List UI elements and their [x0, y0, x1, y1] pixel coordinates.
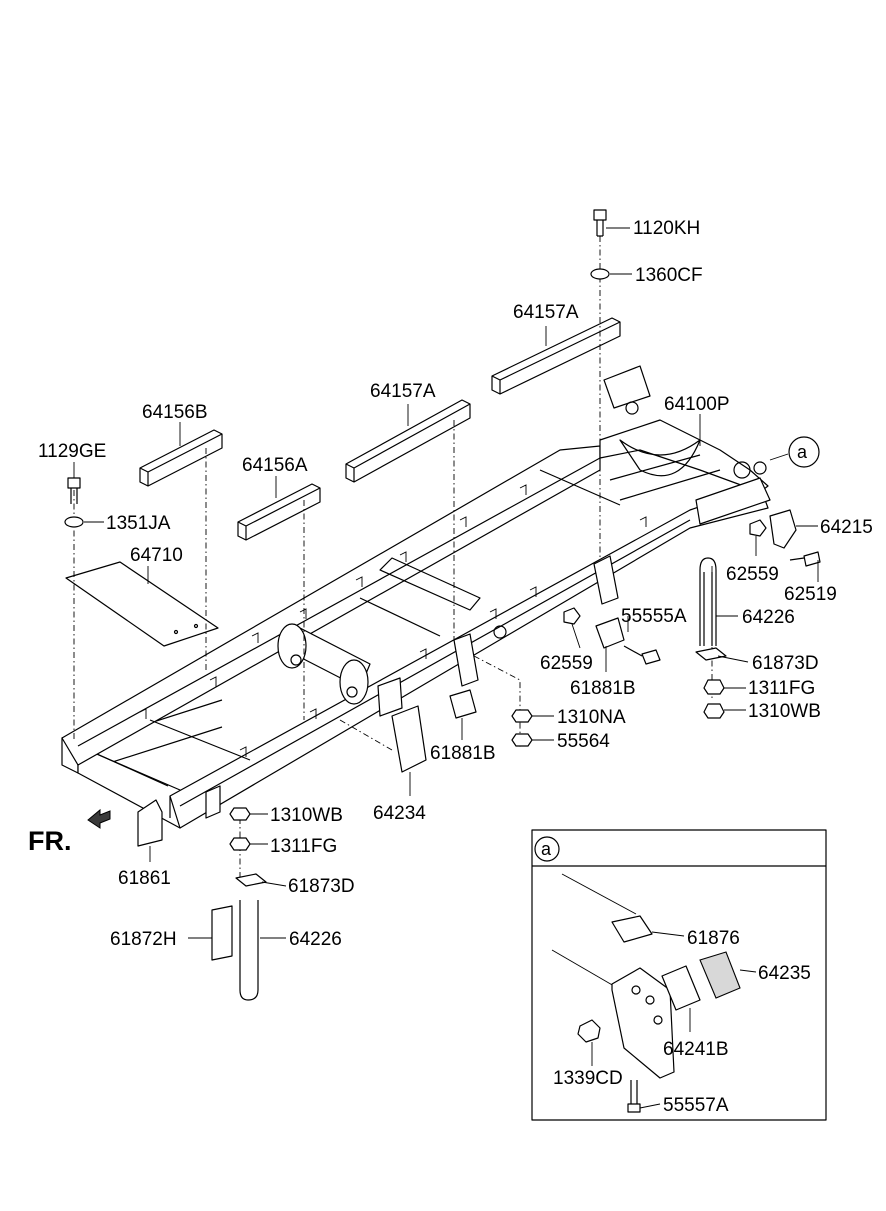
- washer-1351JA: [64, 516, 84, 528]
- label-1311FG-right: 1311FG: [748, 678, 815, 699]
- label-64234: 64234: [373, 803, 426, 824]
- bracket-body: [611, 967, 675, 1079]
- bolt-1129GE: [67, 477, 81, 504]
- label-1310WB-right: 1310WB: [748, 701, 821, 722]
- bolt-55555A: [623, 645, 661, 665]
- bumper-64215: [769, 509, 797, 549]
- bolt-55557A: [627, 1080, 641, 1113]
- nut-1339CD: [577, 1019, 601, 1043]
- nut-1311FG-left: [229, 837, 251, 851]
- nut-1310WB-right: [703, 703, 725, 719]
- label-1120KH: 1120KH: [633, 218, 700, 239]
- nut-55564: [511, 733, 533, 747]
- bar-64157A-mid: [345, 399, 471, 483]
- bolt-1120KH: [593, 209, 607, 237]
- label-61861: 61861: [118, 868, 171, 889]
- washer-1360CF: [590, 268, 610, 280]
- label-64157A-top: 64157A: [513, 302, 579, 323]
- plate-64241B: [661, 965, 701, 1011]
- label-62559-right: 62559: [726, 564, 779, 585]
- nut-62559-mid: [563, 607, 581, 625]
- plate-64710: [65, 561, 219, 647]
- leader-lines: [73, 227, 819, 939]
- ubolt-64226-right: [699, 557, 717, 646]
- nut-1310NA: [511, 709, 533, 723]
- svg-text:a: a: [797, 442, 808, 462]
- label-61872H: 61872H: [110, 929, 177, 950]
- detail-inset: a 61876 64235 64241B 1339CD 55557A: [531, 829, 827, 1121]
- bracket-61881B-right: [595, 617, 625, 649]
- label-61873D-right: 61873D: [752, 653, 819, 674]
- label-62519: 62519: [784, 584, 837, 605]
- ubolt-64226-left: [239, 900, 259, 1001]
- label-61881B-right: 61881B: [570, 678, 636, 699]
- plate-61873D-right: [695, 647, 727, 661]
- label-55564: 55564: [557, 731, 610, 752]
- label-64226-left: 64226: [289, 929, 342, 950]
- label-64710: 64710: [130, 545, 183, 566]
- label-61881B-mid: 61881B: [430, 743, 496, 764]
- svg-text:a: a: [541, 839, 552, 859]
- spring-64234: [391, 705, 427, 773]
- label-61873D-left: 61873D: [288, 876, 355, 897]
- bar-64157A-top: [491, 317, 621, 395]
- plate-61876: [611, 915, 653, 943]
- bracket-61872H: [211, 905, 233, 961]
- label-1310WB-left: 1310WB: [270, 805, 343, 826]
- front-label: FR.: [28, 826, 72, 856]
- frame-assembly: [61, 365, 771, 829]
- labels: 1120KH 1360CF 64157A 64157A 64156B 64156…: [28, 218, 873, 950]
- callout-a: a: [769, 436, 820, 468]
- label-64100P: 64100P: [664, 394, 730, 415]
- label-1311FG-left: 1311FG: [270, 836, 337, 857]
- bar-64156A: [237, 483, 321, 541]
- label-64226-right: 64226: [742, 607, 795, 628]
- nut-1311FG-right: [703, 679, 725, 695]
- label-61876: 61876: [687, 928, 740, 949]
- bolt-62519: [789, 551, 821, 567]
- plate-61873D-left: [235, 873, 267, 887]
- label-62559-mid: 62559: [540, 653, 593, 674]
- assembly-lines: [73, 236, 713, 880]
- label-64235: 64235: [758, 963, 811, 984]
- nut-62559-right: [749, 519, 767, 537]
- label-1360CF: 1360CF: [635, 265, 703, 286]
- bar-64156B: [139, 429, 223, 487]
- label-1351JA: 1351JA: [106, 513, 171, 534]
- label-64215: 64215: [820, 517, 873, 538]
- label-55557A: 55557A: [663, 1095, 729, 1116]
- bracket-61881B-mid: [449, 689, 477, 719]
- label-64157A-mid: 64157A: [370, 381, 436, 402]
- label-1339CD: 1339CD: [553, 1068, 623, 1089]
- front-arrow: [87, 808, 111, 829]
- label-64241B: 64241B: [663, 1039, 729, 1060]
- label-1129GE: 1129GE: [38, 441, 106, 462]
- label-1310NA: 1310NA: [557, 707, 626, 728]
- label-55555A: 55555A: [621, 606, 687, 627]
- label-64156B: 64156B: [142, 402, 208, 423]
- pad-64235: [699, 951, 741, 999]
- block-61861: [137, 799, 163, 847]
- label-64156A: 64156A: [242, 455, 308, 476]
- nut-1310WB-left: [229, 807, 251, 821]
